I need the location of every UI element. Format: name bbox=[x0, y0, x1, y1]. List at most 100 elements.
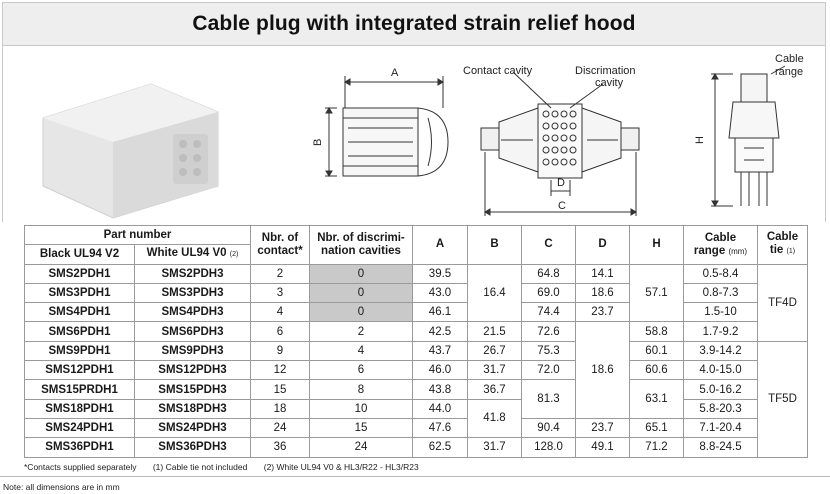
white-part: SMS4PDH3 bbox=[134, 302, 251, 323]
contacts-cell: 12 bbox=[250, 360, 310, 381]
a-cell: 42.5 bbox=[412, 321, 468, 342]
a-cell: 43.0 bbox=[412, 282, 468, 304]
h-cell: 60.1 bbox=[629, 340, 684, 362]
dimensions-note: Note: all dimensions are in mm bbox=[3, 482, 120, 492]
tie-cell: TF5D bbox=[757, 340, 808, 458]
table-row: SMS4PDH1 SMS4PDH3 4 0 46.1 74.4 23.7 1.5… bbox=[24, 302, 808, 323]
b-cell: 16.4 bbox=[467, 263, 522, 323]
white-part: SMS6PDH3 bbox=[134, 321, 251, 342]
header-a: A bbox=[412, 225, 468, 265]
b-cell: 31.7 bbox=[467, 360, 522, 381]
black-part: SMS18PDH1 bbox=[24, 398, 135, 419]
table-row: SMS6PDH1 SMS6PDH3 6 2 42.5 21.5 72.6 18.… bbox=[24, 321, 808, 419]
table-row: SMS15PRDH1 SMS15PDH3 15 8 43.8 36.7 81.3… bbox=[24, 379, 808, 419]
white-part: SMS12PDH3 bbox=[134, 360, 251, 381]
range-label: range bbox=[775, 66, 803, 78]
discrimination-label: Discrimation bbox=[575, 65, 636, 77]
range-cell: 1.5-10 bbox=[683, 302, 758, 323]
h-cell: 65.1 bbox=[629, 417, 684, 439]
b-cell: 31.7 bbox=[467, 437, 522, 458]
a-cell: 44.0 bbox=[412, 398, 468, 419]
range-cell: 4.0-15.0 bbox=[683, 360, 758, 381]
contacts-cell: 36 bbox=[250, 437, 310, 458]
black-part: SMS3PDH1 bbox=[24, 282, 135, 304]
contacts-cell: 6 bbox=[250, 321, 310, 342]
dim-d-label: D bbox=[557, 177, 565, 189]
discr-cell: 6 bbox=[309, 360, 413, 381]
discr-cell: 4 bbox=[309, 340, 413, 362]
h-cell: 58.8 bbox=[629, 321, 684, 342]
footnote-contacts: *Contacts supplied separately bbox=[24, 462, 137, 472]
technical-drawings: A B Contact cavity bbox=[42, 53, 804, 219]
a-cell: 62.5 bbox=[412, 437, 468, 458]
table-row: SMS36PDH1 SMS36PDH3 36 24 62.5 31.7 128.… bbox=[24, 437, 808, 458]
range-cell: 1.7-9.2 bbox=[683, 321, 758, 342]
c-cell: 75.3 bbox=[521, 340, 576, 362]
cable-label: Cable bbox=[775, 53, 804, 65]
c-cell: 128.0 bbox=[521, 437, 576, 458]
h-cell: 60.6 bbox=[629, 360, 684, 381]
a-cell: 46.0 bbox=[412, 360, 468, 381]
d-cell: 23.7 bbox=[575, 302, 630, 323]
white-part: SMS3PDH3 bbox=[134, 282, 251, 304]
end-view-drawing bbox=[711, 65, 786, 207]
range-cell: 0.8-7.3 bbox=[683, 282, 758, 304]
range-cell: 7.1-20.4 bbox=[683, 417, 758, 439]
black-part: SMS15PRDH1 bbox=[24, 379, 135, 400]
contacts-cell: 4 bbox=[250, 302, 310, 323]
black-part: SMS36PDH1 bbox=[24, 437, 135, 458]
b-cell: 41.8 bbox=[467, 398, 522, 439]
header-c: C bbox=[521, 225, 576, 265]
c-cell: 74.4 bbox=[521, 302, 576, 323]
d-cell: 18.6 bbox=[575, 282, 630, 304]
contacts-cell: 2 bbox=[250, 263, 310, 284]
discr-cell: 24 bbox=[309, 437, 413, 458]
black-part: SMS24PDH1 bbox=[24, 417, 135, 439]
black-part: SMS4PDH1 bbox=[24, 302, 135, 323]
c-cell: 72.0 bbox=[521, 360, 576, 381]
white-part: SMS24PDH3 bbox=[134, 417, 251, 439]
footnote-1: (1) Cable tie not included bbox=[152, 462, 248, 472]
table-row: SMS9PDH1 SMS9PDH3 9 4 43.7 26.7 75.3 60.… bbox=[24, 340, 808, 458]
c-cell: 69.0 bbox=[521, 282, 576, 304]
header-white: White UL94 V0 (2) bbox=[134, 244, 251, 265]
figure-area: A B Contact cavity bbox=[2, 46, 826, 222]
discr-cell: 2 bbox=[309, 321, 413, 342]
a-cell: 47.6 bbox=[412, 417, 468, 439]
table-row: SMS24PDH1 SMS24PDH3 24 15 47.6 90.4 23.7… bbox=[24, 417, 808, 439]
table-row: SMS3PDH1 SMS3PDH3 3 0 43.0 69.0 18.6 0.8… bbox=[24, 282, 808, 304]
divider bbox=[0, 476, 830, 477]
contacts-cell: 18 bbox=[250, 398, 310, 419]
side-view-drawing bbox=[325, 76, 449, 177]
d-cell: 18.6 bbox=[575, 321, 630, 419]
h-cell: 63.1 bbox=[629, 379, 684, 419]
white-part: SMS36PDH3 bbox=[134, 437, 251, 458]
header-discrimination: Nbr. of discrimi-nation cavities bbox=[309, 225, 413, 265]
table-row: SMS12PDH1 SMS12PDH3 12 6 46.0 31.7 72.0 … bbox=[24, 360, 808, 381]
b-cell: 26.7 bbox=[467, 340, 522, 362]
range-cell: 0.5-8.4 bbox=[683, 263, 758, 284]
black-part: SMS12PDH1 bbox=[24, 360, 135, 381]
black-part: SMS2PDH1 bbox=[24, 263, 135, 284]
d-cell: 49.1 bbox=[575, 437, 630, 458]
d-cell: 23.7 bbox=[575, 417, 630, 439]
c-cell: 90.4 bbox=[521, 417, 576, 439]
range-cell: 5.8-20.3 bbox=[683, 398, 758, 419]
contacts-cell: 24 bbox=[250, 417, 310, 439]
b-cell: 36.7 bbox=[467, 379, 522, 400]
dim-c-label: C bbox=[558, 200, 566, 212]
table-row: SMS18PDH1 SMS18PDH3 18 10 44.0 41.8 5.8-… bbox=[24, 398, 808, 439]
discr-cell: 0 bbox=[309, 263, 413, 284]
white-part: SMS2PDH3 bbox=[134, 263, 251, 284]
dim-a-label: A bbox=[391, 67, 399, 79]
dim-h-label: H bbox=[694, 136, 706, 144]
range-cell: 5.0-16.2 bbox=[683, 379, 758, 400]
discr-cell: 8 bbox=[309, 379, 413, 400]
tie-cell: TF4D bbox=[757, 263, 808, 342]
white-part: SMS15PDH3 bbox=[134, 379, 251, 400]
header-row-2: Black UL94 V2 White UL94 V0 (2) bbox=[24, 244, 808, 265]
contact-cavity-label: Contact cavity bbox=[463, 65, 533, 77]
